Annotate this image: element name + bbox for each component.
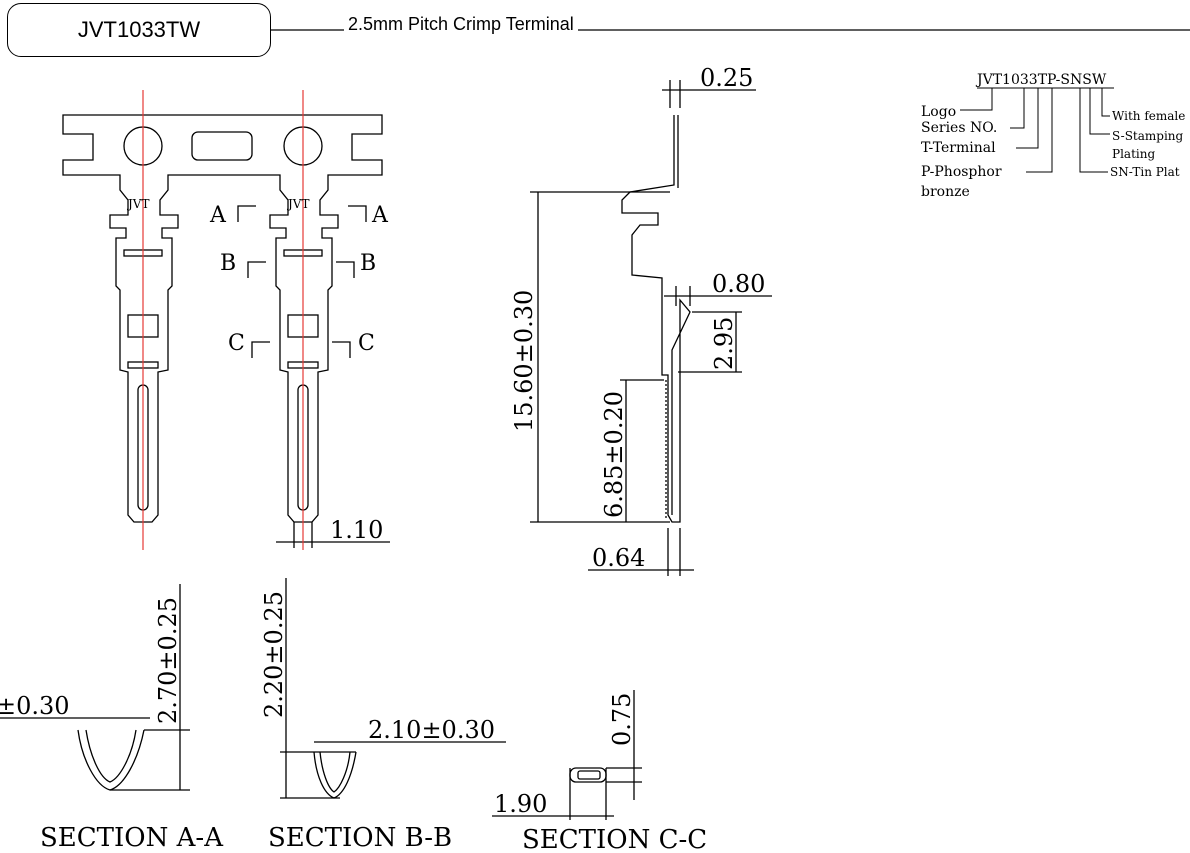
part-code: JVT1033TP-SNSW (975, 72, 1107, 88)
dim-height-295: 2.95 (710, 317, 738, 370)
section-label-a-right: A (371, 203, 389, 228)
legend-phosphor-2: bronze (921, 184, 970, 200)
legend-phosphor-1: P-Phosphor (921, 164, 1002, 180)
part-number: JVT1033TW (77, 17, 201, 42)
aa-width: ±0.30 (0, 692, 70, 720)
dim-pin-length: 6.85±0.20 (600, 391, 628, 518)
centerlines (142, 90, 304, 550)
section-label-b-right: B (360, 251, 376, 276)
logo-text-right: JVT (286, 197, 309, 211)
cc-title: SECTION C-C (522, 825, 707, 853)
section-bb (280, 578, 506, 799)
section-label-c-left: C (228, 331, 245, 356)
legend-female: With female (1112, 109, 1185, 123)
part-code-legend (960, 87, 1114, 173)
section-bracket (251, 341, 270, 358)
top-view (62, 114, 390, 548)
part-number-box: JVT1033TW (7, 3, 271, 57)
bb-width: 2.10±0.30 (368, 716, 495, 744)
legend-logo: Logo (921, 104, 956, 120)
section-bracket (247, 261, 266, 278)
logo-text-left: JVT (126, 197, 149, 211)
section-bracket (237, 205, 256, 222)
carrier-outline (62, 114, 383, 523)
dim-offset-080: 0.80 (712, 270, 765, 298)
legend-stamping-1: S-Stamping (1112, 129, 1184, 143)
section-cc (492, 690, 642, 820)
dim-width-110: 1.10 (330, 516, 383, 544)
section-bracket (348, 205, 367, 222)
section-aa (0, 584, 190, 791)
section-label-b-left: B (220, 251, 236, 276)
bb-title: SECTION B-B (268, 823, 452, 853)
section-bracket (336, 261, 355, 278)
side-profile (621, 115, 691, 523)
section-bracket (332, 341, 351, 358)
header-subtitle: 2.5mm Pitch Crimp Terminal (344, 14, 578, 35)
aa-height: 2.70±0.25 (154, 597, 182, 724)
section-label-c-right: C (358, 331, 375, 356)
section-label-a-left: A (209, 203, 227, 228)
bb-height: 2.20±0.25 (260, 591, 288, 718)
legend-stamping-2: Plating (1112, 147, 1155, 161)
legend-tin: SN-Tin Plat (1110, 165, 1180, 179)
side-view (530, 80, 772, 576)
cc-width: 1.90 (494, 790, 547, 818)
legend-terminal: T-Terminal (921, 140, 996, 156)
dim-pin-width-064: 0.64 (592, 544, 645, 572)
cc-height: 0.75 (608, 693, 636, 746)
dim-thickness-025: 0.25 (700, 64, 753, 92)
dim-total-length: 15.60±0.30 (510, 290, 538, 432)
carrier-slot (191, 131, 253, 161)
aa-title: SECTION A-A (40, 823, 224, 853)
legend-series: Series NO. (921, 120, 997, 136)
